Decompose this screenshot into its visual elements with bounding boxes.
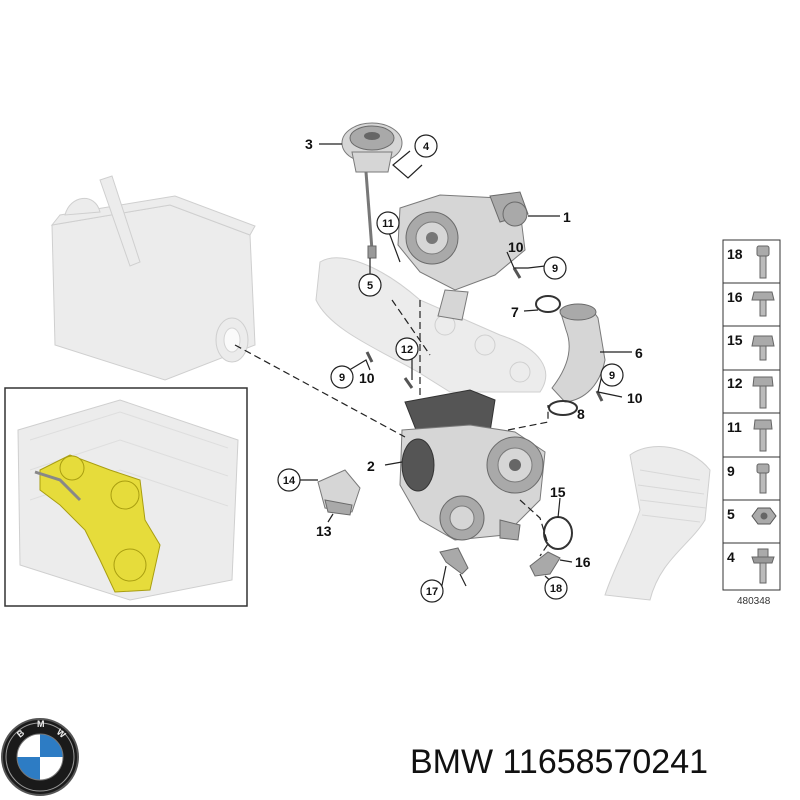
- legend-4: 4: [727, 549, 735, 565]
- svg-text:B: B: [15, 727, 27, 739]
- fastener-legend: 18 16 15 12 11 9 5: [722, 239, 781, 607]
- callout-6: 6: [635, 345, 643, 361]
- svg-text:5: 5: [367, 280, 373, 292]
- callout-15: 17: [420, 579, 444, 603]
- legend-12: 12: [727, 375, 743, 391]
- callout-16: 18: [544, 576, 568, 600]
- drawing-number: 480348: [737, 596, 771, 607]
- callout-7: 7: [511, 304, 519, 320]
- callout-9c: 9: [600, 363, 624, 387]
- callout-2: 2: [367, 458, 375, 474]
- bracket-13: [439, 547, 469, 575]
- callout-4: 4: [414, 134, 438, 158]
- bmw-logo: B M W: [1, 718, 79, 796]
- engine-location-inset: [4, 387, 248, 607]
- upper-turbocharger: [397, 191, 529, 321]
- callout-18: 14: [277, 468, 301, 492]
- heat-shield: [317, 469, 361, 516]
- svg-text:12: 12: [401, 344, 413, 356]
- particulate-filter-ghost: [50, 175, 256, 381]
- actuator-rod: [364, 171, 377, 259]
- callout-3: 3: [305, 136, 313, 152]
- small-bolts: [365, 267, 604, 402]
- callout-17: 13: [316, 523, 332, 539]
- callout-12: 12: [395, 337, 419, 361]
- nut-5-icon: [751, 507, 777, 525]
- svg-text:9: 9: [339, 372, 345, 384]
- callout-9b: 9: [330, 365, 354, 389]
- bolt-15-icon: [751, 335, 775, 361]
- part-number-caption: BMW 11658570241: [410, 743, 709, 781]
- gasket-19: [543, 516, 573, 550]
- gasket-8: [548, 400, 578, 416]
- bolt-9-icon: [756, 463, 770, 494]
- svg-text:9: 9: [609, 370, 615, 382]
- legend-16: 16: [727, 289, 743, 305]
- callouts: 3 4 1 11 10 9 5 7 6 12 9 10: [277, 134, 643, 603]
- bolt-12-icon: [752, 376, 774, 409]
- bolt-16-icon: [751, 291, 775, 317]
- callout-8: 8: [577, 406, 585, 422]
- legend-11: 11: [727, 419, 742, 435]
- svg-text:9: 9: [552, 263, 558, 275]
- svg-text:4: 4: [423, 141, 430, 153]
- legend-5: 5: [727, 506, 735, 522]
- legend-18: 18: [727, 246, 743, 262]
- legend-9: 9: [727, 463, 735, 479]
- legend-15: 15: [727, 332, 743, 348]
- callout-1: 1: [563, 209, 571, 225]
- callout-14-label: 16: [575, 554, 591, 570]
- callout-5: 5: [358, 273, 382, 297]
- bolt-18-icon: [756, 245, 770, 279]
- callout-19: 15: [550, 484, 566, 500]
- intake-pipe: [551, 303, 606, 403]
- lower-turbocharger: [399, 389, 546, 541]
- svg-text:14: 14: [283, 475, 296, 487]
- charge-air-hose-ghost: [604, 446, 711, 601]
- svg-text:11: 11: [382, 218, 394, 230]
- callout-10c: 10: [627, 390, 643, 406]
- gasket-7: [535, 295, 561, 313]
- callout-10b: 10: [359, 370, 375, 386]
- bracket-14: [529, 551, 561, 577]
- svg-text:18: 18: [550, 583, 562, 595]
- vacuum-actuator: [341, 122, 403, 173]
- bolt-4-icon: [751, 548, 775, 584]
- bolt-11-icon: [753, 419, 773, 452]
- callout-9a: 9: [543, 256, 567, 280]
- svg-text:M: M: [37, 719, 45, 729]
- callout-11: 11: [376, 211, 400, 235]
- callout-10a: 10: [508, 239, 524, 255]
- svg-text:17: 17: [426, 586, 438, 598]
